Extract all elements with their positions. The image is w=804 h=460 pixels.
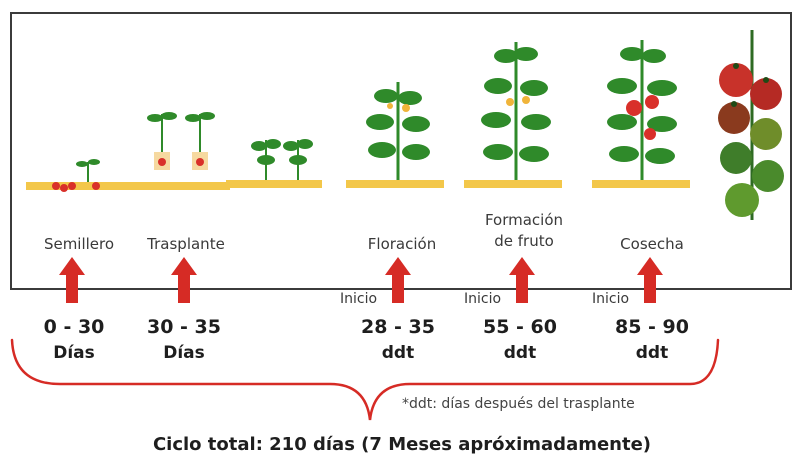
range-unit-cosecha: ddt bbox=[635, 343, 669, 363]
young-plants-illustration bbox=[226, 139, 322, 188]
range-value-trasplante: 30 - 35 bbox=[147, 316, 221, 338]
diagram-frame: Semillero Trasplante Floración Formación… bbox=[10, 12, 792, 290]
total-cycle-text: Ciclo total: 210 días (7 Meses apróximad… bbox=[152, 434, 652, 455]
fruit-forming-plant-illustration bbox=[464, 42, 562, 188]
range-value-cosecha: 85 - 90 bbox=[615, 316, 689, 338]
stage-label-semillero: Semillero bbox=[43, 235, 115, 253]
inicio-label: Inicio bbox=[340, 291, 378, 307]
inicio-label: Inicio bbox=[464, 291, 502, 307]
arrow-up-icon bbox=[509, 257, 535, 303]
range-unit-floracion: ddt bbox=[381, 343, 415, 363]
flowering-plant-illustration bbox=[346, 82, 444, 188]
stage-label-trasplante: Trasplante bbox=[147, 235, 225, 253]
harvest-plant-illustration bbox=[592, 40, 690, 188]
inicio-label: Inicio bbox=[592, 291, 630, 307]
arrow-up-icon bbox=[59, 257, 85, 303]
range-unit-formacion-de-fruto: ddt bbox=[503, 343, 537, 363]
range-unit-trasplante: Días bbox=[163, 343, 205, 363]
seedbed-illustration bbox=[26, 159, 134, 192]
ddt-footnote: *ddt: días después del trasplante bbox=[402, 396, 635, 412]
stage-label-floracion: Floración bbox=[367, 235, 437, 253]
arrow-up-icon bbox=[171, 257, 197, 303]
transplant-illustration bbox=[134, 112, 230, 190]
arrow-up-icon bbox=[637, 257, 663, 303]
range-unit-semillero: Días bbox=[53, 343, 95, 363]
arrow-up-icon bbox=[385, 257, 411, 303]
tomato-cluster-illustration bbox=[718, 30, 784, 220]
range-value-semillero: 0 - 30 bbox=[43, 316, 105, 338]
range-value-floracion: 28 - 35 bbox=[361, 316, 435, 338]
range-value-formacion-de-fruto: 55 - 60 bbox=[483, 316, 557, 338]
stage-label-formacion-de-fruto: Formación de fruto bbox=[484, 211, 564, 250]
stage-label-cosecha: Cosecha bbox=[620, 235, 684, 253]
